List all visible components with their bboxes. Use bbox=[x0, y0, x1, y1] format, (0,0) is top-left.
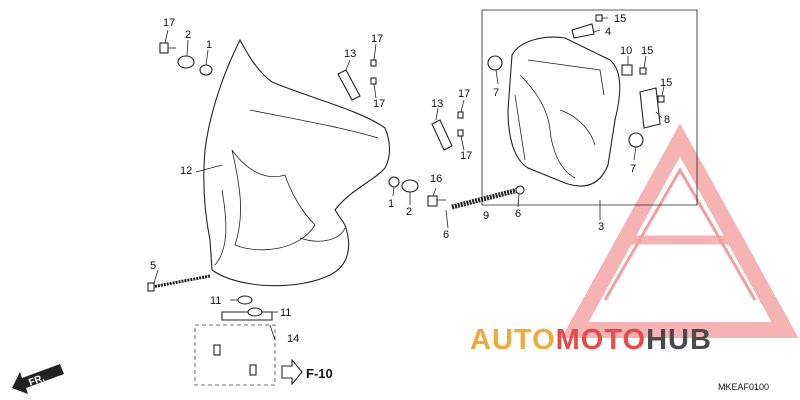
plate-4 bbox=[571, 23, 595, 39]
callout-2-lower: 2 bbox=[406, 206, 412, 218]
screw-15-side bbox=[639, 67, 647, 75]
screw-15-top bbox=[595, 14, 603, 22]
callout-15-lower: 15 bbox=[660, 77, 672, 89]
leader-lines bbox=[153, 17, 665, 341]
bolt-16-upper bbox=[159, 42, 176, 54]
grommet-7-right bbox=[628, 132, 644, 148]
mount-bracket-upper bbox=[337, 69, 361, 101]
callout-6-right: 6 bbox=[515, 208, 521, 220]
callout-11-left: 11 bbox=[210, 295, 221, 307]
watermark-text: AUTOMOTOHUB bbox=[470, 324, 712, 356]
front-direction-arrow: FR. bbox=[12, 364, 64, 394]
diagram-code: MKEAF0100 bbox=[718, 382, 769, 392]
callout-4: 4 bbox=[605, 26, 611, 38]
collar-1-lower bbox=[388, 176, 400, 188]
bracket-8 bbox=[639, 87, 661, 129]
callout-16-upper: 17 bbox=[163, 17, 175, 29]
callout-9: 9 bbox=[483, 210, 489, 222]
mount-bracket-lower bbox=[431, 119, 453, 151]
callout-1-upper: 1 bbox=[206, 39, 212, 51]
callout-17-c: 17 bbox=[458, 88, 470, 100]
callout-1-lower: 1 bbox=[388, 198, 394, 210]
callout-17-b: 17 bbox=[373, 98, 385, 110]
callout-13-lower: 13 bbox=[431, 98, 443, 110]
bracket-box-14 bbox=[194, 324, 276, 386]
callout-14: 14 bbox=[287, 333, 299, 345]
bolt-5 bbox=[147, 274, 211, 292]
lower-bracket-14 bbox=[221, 295, 273, 321]
callout-17-d: 17 bbox=[460, 150, 472, 162]
callout-3: 3 bbox=[598, 221, 604, 233]
reference-label: F-10 bbox=[306, 366, 333, 381]
callout-10: 10 bbox=[620, 45, 632, 57]
watermark-part-hub: HUB bbox=[646, 324, 712, 356]
callout-8: 8 bbox=[664, 114, 670, 126]
callout-labels: 17 2 1 12 13 17 17 13 17 17 1 2 16 9 6 6… bbox=[150, 13, 672, 345]
watermark-logo-triangles bbox=[561, 123, 799, 338]
bolt-16-lower bbox=[427, 195, 446, 207]
headlight-unit bbox=[507, 36, 621, 187]
headlight-visor bbox=[203, 38, 391, 287]
spring-bolt-9 bbox=[451, 185, 525, 210]
callout-16-lower: 16 bbox=[430, 173, 442, 185]
callout-17-a: 17 bbox=[371, 33, 383, 45]
watermark-part-auto: AUTO bbox=[470, 324, 556, 356]
grommet-2-lower bbox=[401, 179, 419, 193]
callout-13-upper: 13 bbox=[344, 48, 356, 60]
grommet-2-upper bbox=[177, 55, 195, 69]
reference-arrow-f10: F-10 bbox=[281, 358, 333, 386]
grommet-7-left bbox=[487, 55, 503, 71]
callout-11-right: 11 bbox=[280, 307, 291, 319]
callout-7-right: 7 bbox=[630, 163, 636, 175]
collar-1-upper bbox=[199, 64, 213, 76]
watermark-part-moto: MOTO bbox=[556, 324, 646, 356]
callout-15-top: 15 bbox=[614, 13, 626, 25]
callout-5: 5 bbox=[150, 260, 156, 272]
callout-15-side: 15 bbox=[641, 45, 653, 57]
callout-7-left: 7 bbox=[493, 87, 499, 99]
direction-label: FR. bbox=[27, 373, 46, 389]
callout-12: 12 bbox=[180, 165, 192, 177]
clip-10 bbox=[621, 64, 633, 76]
callout-6-left: 6 bbox=[443, 229, 449, 241]
bolts-17 bbox=[370, 59, 464, 137]
headlight-group-box bbox=[481, 9, 698, 206]
screw-15-lower bbox=[657, 95, 665, 103]
callout-2-upper: 2 bbox=[185, 29, 191, 41]
